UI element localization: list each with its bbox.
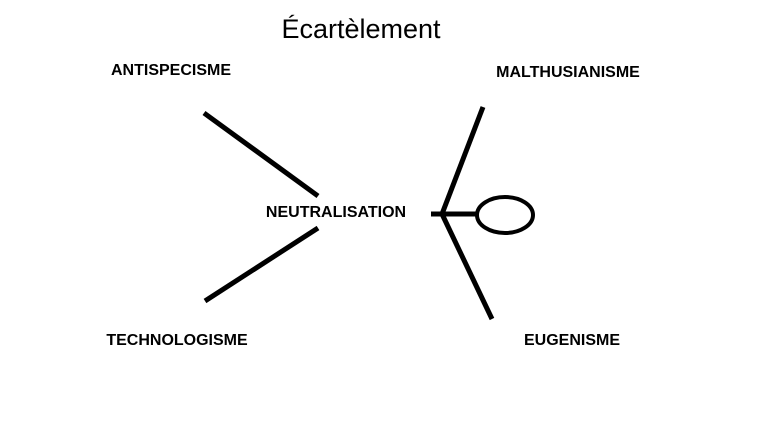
label-malthusianisme: MALTHUSIANISME — [496, 64, 640, 81]
label-technologisme: TECHNOLOGISME — [106, 332, 248, 349]
line-lower-right — [439, 212, 495, 321]
oval-head — [475, 195, 535, 235]
label-neutralisation: NEUTRALISATION — [265, 204, 407, 221]
line-upper-left — [202, 110, 320, 199]
line-upper-right — [439, 106, 486, 215]
label-antispecisme: ANTISPECISME — [110, 62, 232, 79]
label-eugenisme: EUGENISME — [523, 332, 621, 349]
line-lower-left — [203, 225, 320, 304]
diagram-title: Écartèlement — [281, 14, 441, 44]
